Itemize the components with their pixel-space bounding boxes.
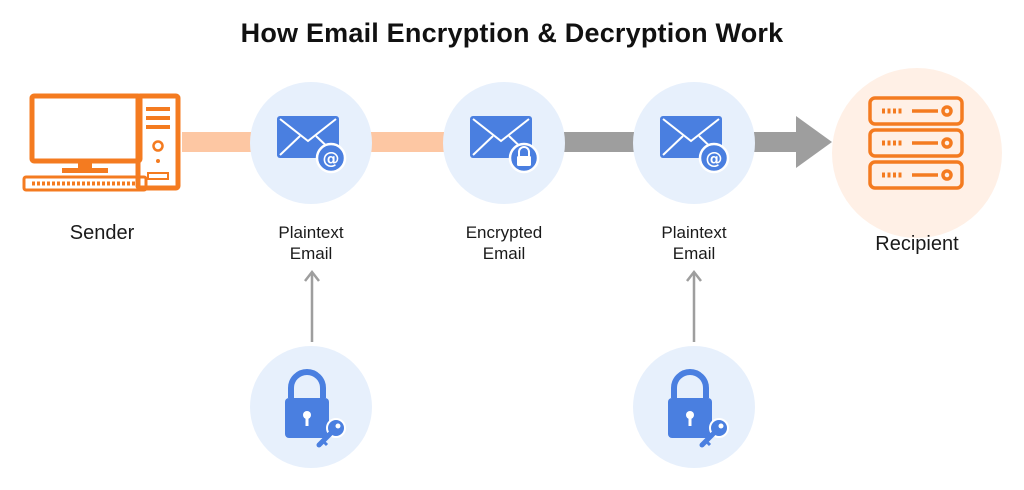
computer-tower-icon [135, 93, 181, 191]
plaintext-label-line2: Email [289, 244, 333, 263]
diagram-title: How Email Encryption & Decryption Work [240, 18, 784, 48]
padlock-key-icon [668, 369, 729, 448]
sender-label: Sender [69, 222, 135, 244]
plaintext-label-line1: Plaintext [661, 223, 727, 242]
sender-computer-icon [22, 93, 181, 192]
up-arrow-encrypt [304, 269, 320, 342]
plaintext-label-line2: Email [672, 244, 716, 263]
plaintext-email-label-2: Plaintext Email [623, 222, 765, 264]
padlock-key-icon [285, 369, 346, 448]
connector-encrypted-to-plaintext [560, 132, 636, 152]
server-stack-icon [868, 96, 964, 190]
envelope-lock-icon [470, 116, 540, 174]
encrypted-email-label: Encrypted Email [433, 222, 575, 264]
svg-text:@: @ [323, 149, 340, 169]
up-arrow-decrypt [686, 269, 702, 342]
computer-monitor-icon [29, 93, 143, 173]
encrypted-label-line2: Email [482, 244, 526, 263]
envelope-at-icon: @ [660, 116, 730, 174]
envelope-at-icon: @ [277, 116, 347, 174]
connector-sender-to-plaintext [182, 132, 252, 152]
encrypted-label-line1: Encrypted [465, 223, 543, 242]
keyboard-icon [22, 175, 148, 192]
plaintext-email-label-1: Plaintext Email [240, 222, 382, 264]
connector-arrow-to-recipient [750, 116, 832, 168]
plaintext-label-line1: Plaintext [278, 223, 344, 242]
connector-plaintext-to-encrypted [370, 132, 446, 152]
recipient-label: Recipient [875, 233, 959, 255]
svg-text:@: @ [706, 149, 723, 169]
